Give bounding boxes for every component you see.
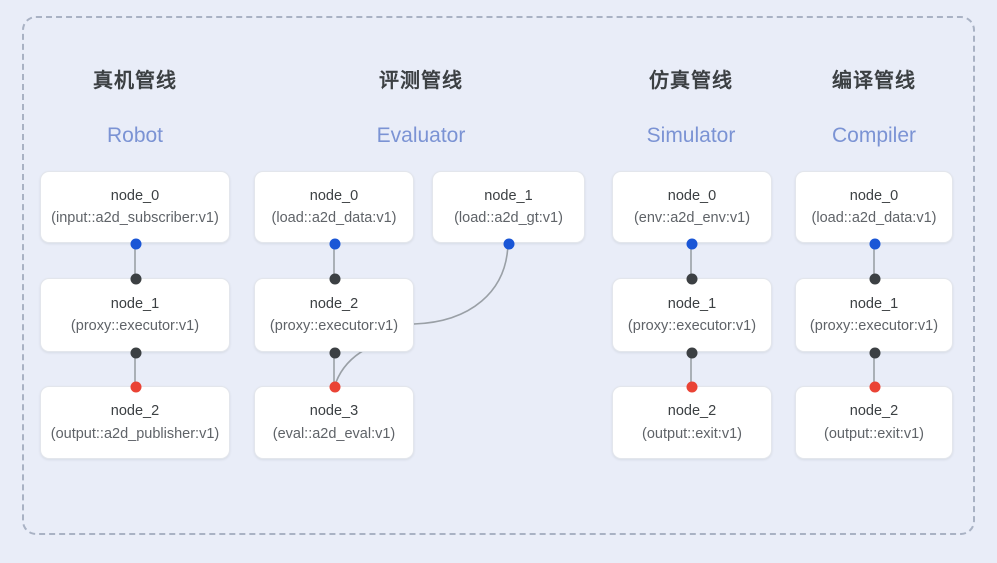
- node-robot-2[interactable]: node_2 (output::a2d_publisher:v1): [40, 381, 230, 459]
- node-name: node_2: [309, 295, 359, 312]
- column-title-en-robot: Robot: [106, 124, 164, 147]
- node-name: node_2: [849, 403, 899, 420]
- node-simulator-0[interactable]: node_0 (env::a2d_env:v1): [612, 171, 772, 250]
- node-compiler-1[interactable]: node_1 (proxy::executor:v1): [795, 273, 953, 359]
- node-spec: (output::exit:v1): [642, 425, 742, 442]
- node-simulator-1[interactable]: node_1 (proxy::executor:v1): [612, 273, 772, 359]
- node-name: node_1: [667, 295, 717, 312]
- column-title-en-compiler: Compiler: [831, 124, 917, 147]
- node-spec: (proxy::executor:v1): [809, 318, 939, 334]
- port-out-blue: [329, 238, 341, 250]
- port-out-blue: [503, 238, 515, 250]
- node-name: node_0: [667, 187, 717, 204]
- node-spec: (load::a2d_data:v1): [271, 210, 397, 226]
- node-name: node_3: [309, 403, 359, 420]
- node-spec: (proxy::executor:v1): [70, 318, 200, 334]
- node-robot-1[interactable]: node_1 (proxy::executor:v1): [40, 273, 230, 359]
- port-in-dark: [130, 273, 142, 285]
- column-title-cn-compiler: 编译管线: [832, 70, 916, 92]
- node-name: node_0: [110, 187, 160, 204]
- node-spec: (proxy::executor:v1): [269, 318, 399, 334]
- port-in-red: [686, 381, 698, 393]
- node-simulator-2[interactable]: node_2 (output::exit:v1): [612, 381, 772, 459]
- node-name: node_0: [309, 187, 359, 204]
- port-out-blue: [869, 238, 881, 250]
- node-evaluator-1[interactable]: node_2 (proxy::executor:v1): [254, 273, 414, 359]
- node-compiler-2[interactable]: node_2 (output::exit:v1): [795, 381, 953, 459]
- node-evaluator-2[interactable]: node_3 (eval::a2d_eval:v1): [254, 381, 414, 459]
- port-in-dark: [329, 273, 341, 285]
- node-spec: (output::exit:v1): [824, 425, 924, 442]
- node-spec: (env::a2d_env:v1): [633, 210, 751, 226]
- node-evaluator-gt[interactable]: node_1 (load::a2d_gt:v1): [432, 171, 585, 250]
- node-spec: (load::a2d_gt:v1): [454, 210, 563, 226]
- node-spec: (output::a2d_publisher:v1): [50, 425, 220, 442]
- node-name: node_1: [849, 295, 899, 312]
- node-spec: (input::a2d_subscriber:v1): [51, 210, 219, 226]
- port-in-red: [329, 381, 341, 393]
- port-out-dark: [686, 347, 698, 359]
- port-out-blue: [686, 238, 698, 250]
- port-out-dark: [329, 347, 341, 359]
- node-compiler-0[interactable]: node_0 (load::a2d_data:v1): [795, 171, 953, 250]
- node-spec: (load::a2d_data:v1): [811, 210, 937, 226]
- port-out-blue: [130, 238, 142, 250]
- column-title-cn-robot: 真机管线: [93, 70, 177, 92]
- node-name: node_0: [849, 187, 899, 204]
- node-name: node_1: [484, 187, 533, 204]
- node-robot-0[interactable]: node_0 (input::a2d_subscriber:v1): [40, 171, 230, 250]
- node-name: node_2: [667, 403, 717, 420]
- node-name: node_1: [110, 295, 160, 312]
- node-spec: (proxy::executor:v1): [627, 318, 757, 334]
- port-in-red: [869, 381, 881, 393]
- column-title-cn-simulator: 仿真管线: [649, 70, 733, 92]
- column-title-en-simulator: Simulator: [646, 124, 736, 147]
- column-title-en-evaluator: Evaluator: [376, 124, 466, 147]
- port-out-dark: [869, 347, 881, 359]
- node-spec: (eval::a2d_eval:v1): [272, 425, 396, 442]
- port-out-dark: [130, 347, 142, 359]
- column-title-cn-evaluator: 评测管线: [379, 70, 463, 92]
- port-in-red: [130, 381, 142, 393]
- port-in-dark: [686, 273, 698, 285]
- port-in-dark: [869, 273, 881, 285]
- node-evaluator-0[interactable]: node_0 (load::a2d_data:v1): [254, 171, 414, 250]
- node-name: node_2: [110, 403, 160, 420]
